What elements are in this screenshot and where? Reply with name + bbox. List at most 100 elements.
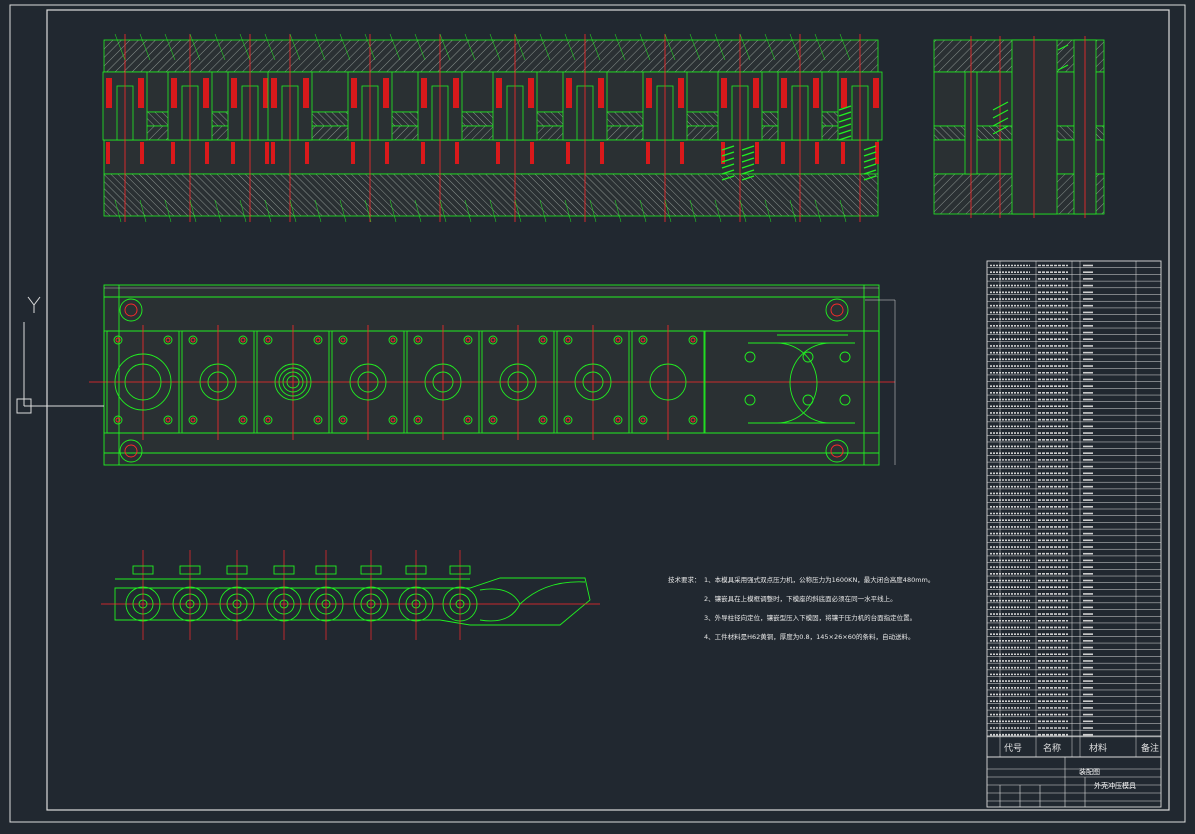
plan-view bbox=[89, 284, 896, 466]
leader-line bbox=[589, 33, 601, 61]
spring-coil bbox=[721, 157, 735, 163]
leader-line bbox=[389, 33, 401, 61]
leader-line bbox=[539, 33, 551, 61]
leader-line bbox=[189, 199, 197, 223]
bolt-hole bbox=[802, 351, 814, 363]
plan-station bbox=[481, 325, 555, 440]
bom-header-name: 名称 bbox=[1043, 744, 1062, 754]
spring-coil bbox=[741, 157, 755, 163]
bolt-hole bbox=[744, 394, 756, 406]
leader-line bbox=[364, 199, 372, 223]
spring-coil bbox=[741, 151, 755, 157]
bom-header-code: 代号 bbox=[1004, 744, 1023, 754]
bolt-hole bbox=[744, 351, 756, 363]
leader-line bbox=[189, 33, 201, 61]
spring-coil bbox=[863, 151, 877, 157]
leader-line bbox=[839, 33, 851, 61]
leader-line bbox=[614, 199, 622, 223]
spring-coil bbox=[838, 129, 852, 135]
plan-station bbox=[181, 325, 255, 440]
leader-line bbox=[314, 199, 322, 223]
leader-line bbox=[564, 199, 572, 223]
leader-line bbox=[164, 33, 176, 61]
plan-station bbox=[106, 325, 180, 440]
leader-line bbox=[589, 199, 597, 223]
note-4: 4、工件材料是H62黄铜，厚度为0.8，145×26×60的条料，自动送料。 bbox=[704, 633, 915, 641]
spring-coil bbox=[721, 169, 735, 175]
strip-station bbox=[125, 550, 161, 640]
title-block bbox=[986, 756, 1162, 808]
leader-line bbox=[364, 33, 376, 61]
spring-coil bbox=[838, 105, 852, 111]
leader-line bbox=[339, 33, 351, 61]
strip-end bbox=[519, 581, 586, 605]
leader-line bbox=[414, 199, 422, 223]
spring-coil bbox=[721, 151, 735, 157]
leader-line bbox=[814, 199, 822, 223]
plan-station bbox=[256, 325, 330, 440]
trim-arc bbox=[776, 342, 818, 424]
section-station bbox=[642, 34, 688, 222]
leader-line bbox=[289, 199, 297, 223]
section-station bbox=[102, 34, 148, 222]
leader-line bbox=[389, 199, 397, 223]
leader-line bbox=[739, 33, 751, 61]
leader-line bbox=[239, 33, 251, 61]
side-section-view bbox=[933, 36, 1105, 218]
leader-line bbox=[464, 33, 476, 61]
leader-line bbox=[164, 199, 172, 223]
leader-line bbox=[214, 199, 222, 223]
leader-line bbox=[514, 199, 522, 223]
leader-line bbox=[814, 33, 826, 61]
notes-heading: 技术要求： bbox=[668, 576, 701, 584]
spring-coil bbox=[741, 163, 755, 169]
spring-coil bbox=[741, 169, 755, 175]
section-station bbox=[167, 34, 213, 222]
section-station bbox=[777, 34, 823, 222]
leader-line bbox=[789, 199, 797, 223]
leader-line bbox=[789, 33, 801, 61]
leader-line bbox=[489, 199, 497, 223]
bolt-hole bbox=[839, 394, 851, 406]
strip-station bbox=[442, 550, 478, 640]
section-station bbox=[347, 34, 393, 222]
bolt-hole bbox=[839, 351, 851, 363]
plan-station bbox=[406, 325, 480, 440]
leader-line bbox=[264, 199, 272, 223]
leader-line bbox=[539, 199, 547, 223]
strip-station bbox=[353, 550, 389, 640]
strip-station bbox=[172, 550, 208, 640]
strip-layout bbox=[101, 550, 600, 640]
leader-line bbox=[689, 199, 697, 223]
leader-line bbox=[514, 33, 526, 61]
leader-line bbox=[314, 33, 326, 61]
note-3: 3、外导柱径向定位，镶嵌型压入下模固，将镶于压力机的台面指定位置。 bbox=[704, 614, 917, 622]
plan-station bbox=[556, 325, 630, 440]
strip-station bbox=[266, 550, 302, 640]
spring-coil bbox=[863, 163, 877, 169]
leader-line bbox=[764, 199, 772, 223]
strip-station bbox=[219, 550, 255, 640]
drawing-title: 装配图 bbox=[1079, 768, 1100, 776]
leader-line bbox=[439, 199, 447, 223]
spring-coil bbox=[721, 163, 735, 169]
spring-coil bbox=[863, 157, 877, 163]
spring-coil bbox=[721, 145, 735, 151]
spring-coil bbox=[838, 123, 852, 129]
spring-coil bbox=[863, 145, 877, 151]
spring-coil bbox=[838, 117, 852, 123]
leader-line bbox=[714, 33, 726, 61]
leader-line bbox=[764, 33, 776, 61]
main-section-view bbox=[102, 33, 883, 223]
leader-line bbox=[489, 33, 501, 61]
part-name: 外壳冲压模具 bbox=[1094, 782, 1136, 790]
leader-line bbox=[289, 33, 301, 61]
plan-station bbox=[631, 325, 705, 440]
leader-line bbox=[339, 199, 347, 223]
leader-line bbox=[839, 199, 847, 223]
section-station bbox=[717, 34, 763, 222]
spring-coil bbox=[863, 169, 877, 175]
leader-line bbox=[139, 33, 151, 61]
leader-line bbox=[414, 33, 426, 61]
leader-line bbox=[689, 33, 701, 61]
